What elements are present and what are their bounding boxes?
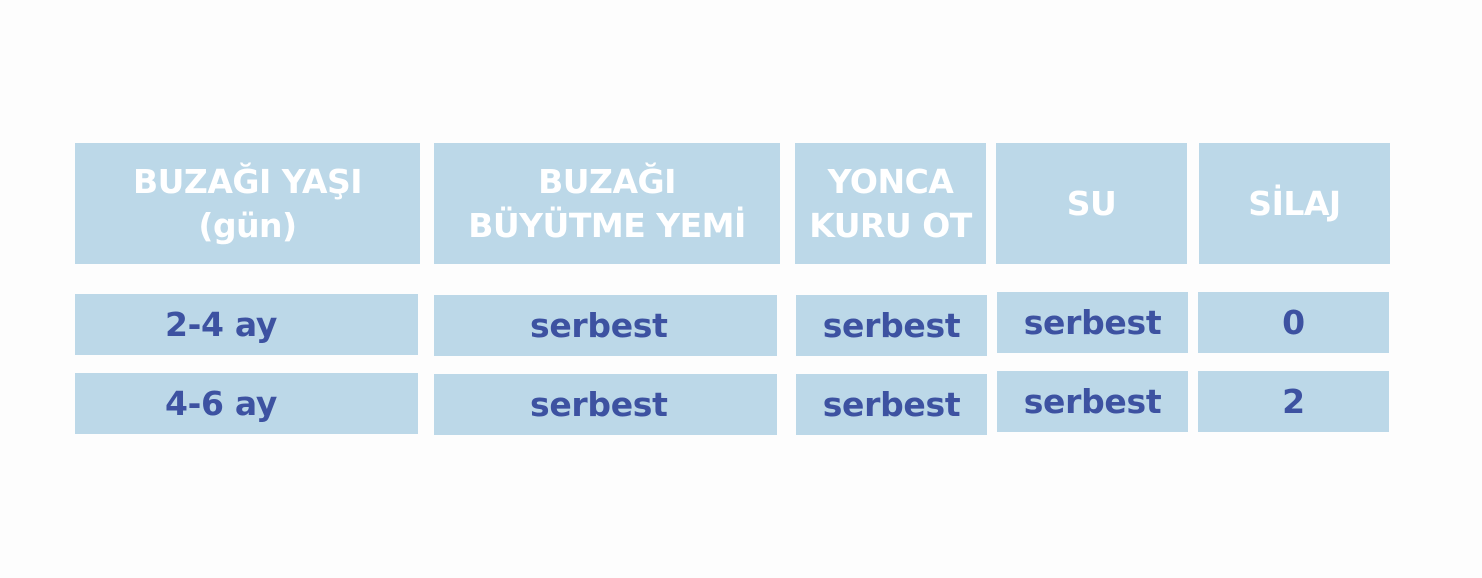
row-1-silage-value: 0 bbox=[1282, 303, 1305, 342]
row-1-water-value: serbest bbox=[1023, 303, 1162, 342]
row-1-growth-feed: serbest bbox=[434, 295, 777, 356]
header-cell-age: BUZAĞI YAŞI (gün) bbox=[75, 143, 420, 264]
row-2-age: 4-6 ay bbox=[75, 373, 418, 434]
header-alfalfa-line-2: KURU OT bbox=[809, 205, 972, 245]
row-2-age-value: 4-6 ay bbox=[165, 384, 278, 423]
row-2-water: serbest bbox=[997, 371, 1188, 432]
header-growth-feed-line-1: BUZAĞI bbox=[538, 161, 676, 201]
header-cell-growth-feed: BUZAĞI BÜYÜTME YEMİ bbox=[434, 143, 780, 264]
row-2-silage-value: 2 bbox=[1282, 382, 1305, 421]
header-age-line-2: (gün) bbox=[198, 205, 297, 245]
header-age-line-1: BUZAĞI YAŞI bbox=[132, 161, 363, 201]
row-1-age: 2-4 ay bbox=[75, 294, 418, 355]
row-1-alfalfa-hay-value: serbest bbox=[822, 306, 961, 345]
row-1-age-value: 2-4 ay bbox=[165, 305, 278, 344]
header-water-label: SU bbox=[1066, 183, 1117, 223]
row-1-silage: 0 bbox=[1198, 292, 1389, 353]
header-cell-alfalfa-hay: YONCA KURU OT bbox=[795, 143, 986, 264]
header-silage-label: SİLAJ bbox=[1248, 183, 1341, 223]
row-2-growth-feed-value: serbest bbox=[530, 385, 668, 424]
row-1-water: serbest bbox=[997, 292, 1188, 353]
header-alfalfa-line-1: YONCA bbox=[827, 161, 954, 201]
header-growth-feed-line-2: BÜYÜTME YEMİ bbox=[468, 205, 746, 245]
row-2-silage: 2 bbox=[1198, 371, 1389, 432]
row-1-growth-feed-value: serbest bbox=[530, 306, 668, 345]
header-cell-silage: SİLAJ bbox=[1199, 143, 1390, 264]
row-2-water-value: serbest bbox=[1023, 382, 1162, 421]
row-2-alfalfa-hay-value: serbest bbox=[822, 385, 961, 424]
row-2-growth-feed: serbest bbox=[434, 374, 777, 435]
row-1-alfalfa-hay: serbest bbox=[796, 295, 987, 356]
row-2-alfalfa-hay: serbest bbox=[796, 374, 987, 435]
header-cell-water: SU bbox=[996, 143, 1187, 264]
